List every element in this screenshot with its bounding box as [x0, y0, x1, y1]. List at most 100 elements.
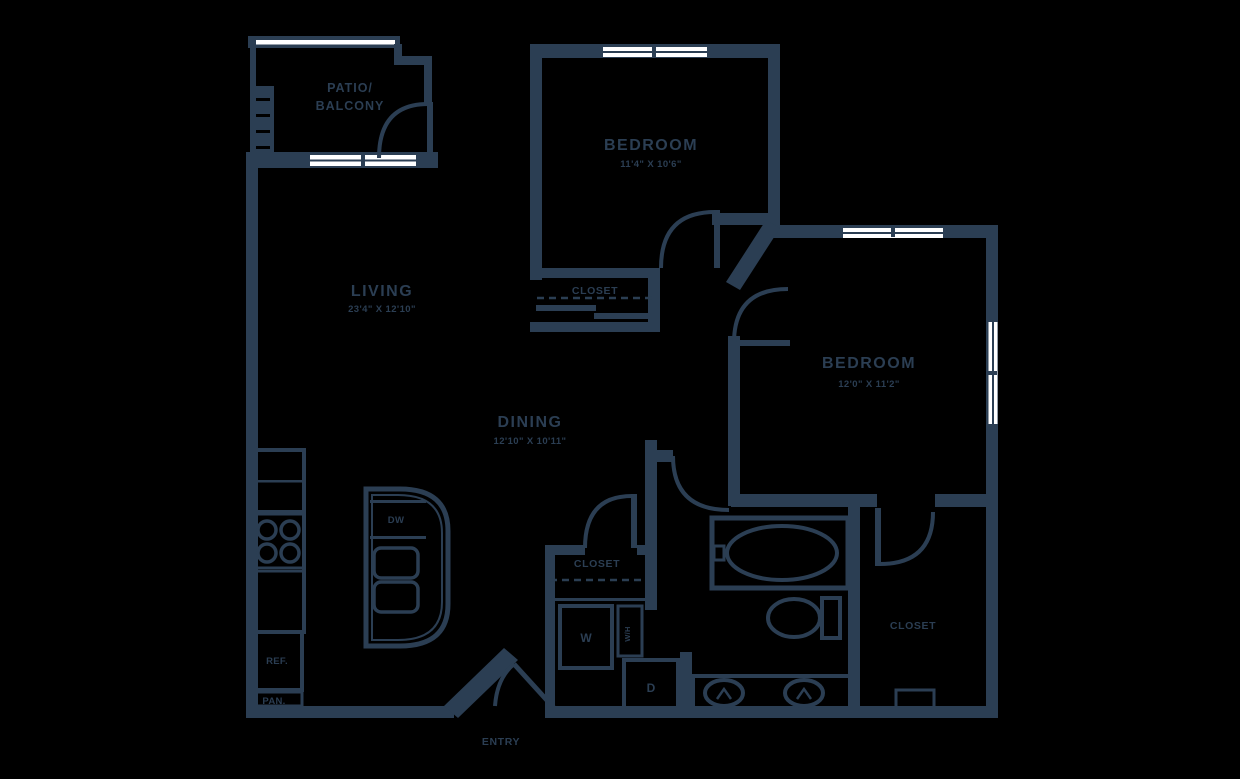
bathtub-faucet	[712, 544, 726, 562]
entry-door-leaf	[512, 662, 556, 710]
wall-bedroom2-left	[728, 336, 740, 506]
bedroom2-door-arc	[732, 287, 789, 344]
wall-bath-top	[731, 494, 877, 507]
water-heater-label: W/H	[623, 626, 632, 641]
burner	[279, 542, 301, 564]
sink-faucet	[795, 686, 813, 700]
pantry	[248, 690, 304, 708]
kitchen-island-inner	[371, 494, 443, 641]
cooktop	[252, 512, 306, 570]
water-heater-cabinet	[616, 604, 644, 658]
dining-dims: 12'10" X 10'11"	[494, 436, 567, 447]
windows	[310, 45, 998, 424]
wall-bath-closet-divider	[848, 507, 860, 718]
patio-label-line2: BALCONY	[316, 99, 385, 113]
wall-closet-top	[935, 494, 998, 507]
patio-railing	[253, 40, 395, 45]
bedroom2-dims: 12'0" X 11'2"	[838, 379, 900, 390]
wall-hall-vertical	[645, 440, 657, 610]
counter-top-edge	[258, 448, 306, 452]
counter-divider	[258, 570, 302, 573]
counter-divider	[258, 510, 302, 513]
labels: PATIO/ BALCONY BEDROOM 11'4" X 10'6" LIV…	[262, 81, 936, 748]
patio-step-wall	[394, 56, 432, 65]
island-sink-bowl	[372, 546, 420, 580]
living-label: LIVING	[351, 283, 413, 300]
washer	[558, 604, 614, 670]
walkin-closet-door-leaf	[875, 508, 881, 566]
refrigerator	[252, 630, 304, 692]
wall-coat-closet-top-right	[637, 545, 657, 555]
wall-entry-chamfer	[444, 648, 518, 718]
pantry-label: PAN.	[262, 696, 285, 707]
wall-bottom-left	[246, 706, 454, 718]
walkin-closet-label: CLOSET	[890, 620, 936, 632]
closet1-sliding-door-left	[536, 305, 596, 311]
living-window-mullion	[361, 153, 365, 167]
cooktop-burners	[256, 519, 301, 564]
bedroom1-door-arc	[659, 210, 716, 269]
wall-bedroom1-right	[768, 44, 780, 225]
wall-hall-stub	[712, 213, 780, 225]
wall-dryer-right	[680, 652, 692, 718]
patio-parapet-corner	[394, 44, 402, 60]
burner	[279, 519, 301, 541]
bedroom1-window-mullion	[652, 45, 656, 57]
counter-divider	[258, 480, 302, 483]
bedroom1-label: BEDROOM	[604, 137, 698, 154]
wall-closet1-top	[530, 268, 660, 278]
wall-right	[986, 225, 998, 718]
kitchen	[248, 448, 451, 708]
patio-door-leaf	[427, 102, 433, 158]
wall-closet1-bottom	[530, 322, 660, 332]
laundry	[558, 604, 680, 714]
toilet-bowl	[766, 597, 822, 639]
wall-bedroom2-diagonal	[726, 220, 780, 290]
coat-closet-shelf	[549, 598, 647, 601]
toilet-tank	[820, 596, 842, 640]
patio-label-line1: PATIO/	[327, 81, 373, 95]
patio-structure	[248, 36, 432, 162]
bathtub	[709, 515, 851, 591]
island-divider	[370, 536, 426, 539]
island-divider	[370, 500, 426, 503]
vanity-sink	[703, 678, 745, 708]
doors	[377, 102, 935, 710]
dishwasher-label: DW	[388, 515, 404, 526]
bedroom2-door-leaf	[734, 340, 790, 346]
kitchen-island	[363, 486, 451, 649]
walkin-closet-door-arc	[879, 511, 935, 566]
entry-label: ENTRY	[482, 736, 520, 748]
bedroom1-closet-label: CLOSET	[572, 285, 618, 297]
bedroom2-side-window-mullion	[987, 371, 997, 375]
wall-laundry-left	[545, 545, 555, 718]
coat-closet-door-arc	[583, 494, 633, 549]
bedroom2-label: BEDROOM	[822, 355, 916, 372]
bedroom1-dims: 11'4" X 10'6"	[620, 159, 682, 170]
dryer-label: D	[647, 681, 656, 695]
vanity-counter	[691, 674, 855, 712]
coat-closet-door-leaf	[631, 494, 637, 548]
burner	[256, 519, 278, 541]
wall-left	[246, 152, 258, 718]
closet-rods	[537, 296, 652, 582]
island-sink-bowl	[372, 580, 420, 614]
refrigerator-label: REF.	[266, 656, 288, 667]
bedroom1-door-leaf	[714, 210, 720, 268]
patio-storage-vents	[256, 98, 270, 149]
living-dims: 23'4" X 12'10"	[348, 304, 416, 315]
coat-closet-label: CLOSET	[574, 558, 620, 570]
dining-label: DINING	[498, 414, 563, 431]
wall-coat-closet-top-left	[545, 545, 585, 555]
walkin-closet-shelf	[894, 688, 936, 718]
bathroom-door-arc	[671, 455, 730, 512]
bedroom2-top-window-mullion	[891, 226, 895, 237]
closet1-sliding-door-right	[594, 313, 654, 319]
sink-faucet	[715, 686, 733, 700]
wall-bath-door-stub	[657, 450, 673, 462]
bathroom	[691, 515, 936, 718]
wall-bedroom1-left	[530, 44, 542, 280]
burner	[256, 542, 278, 564]
